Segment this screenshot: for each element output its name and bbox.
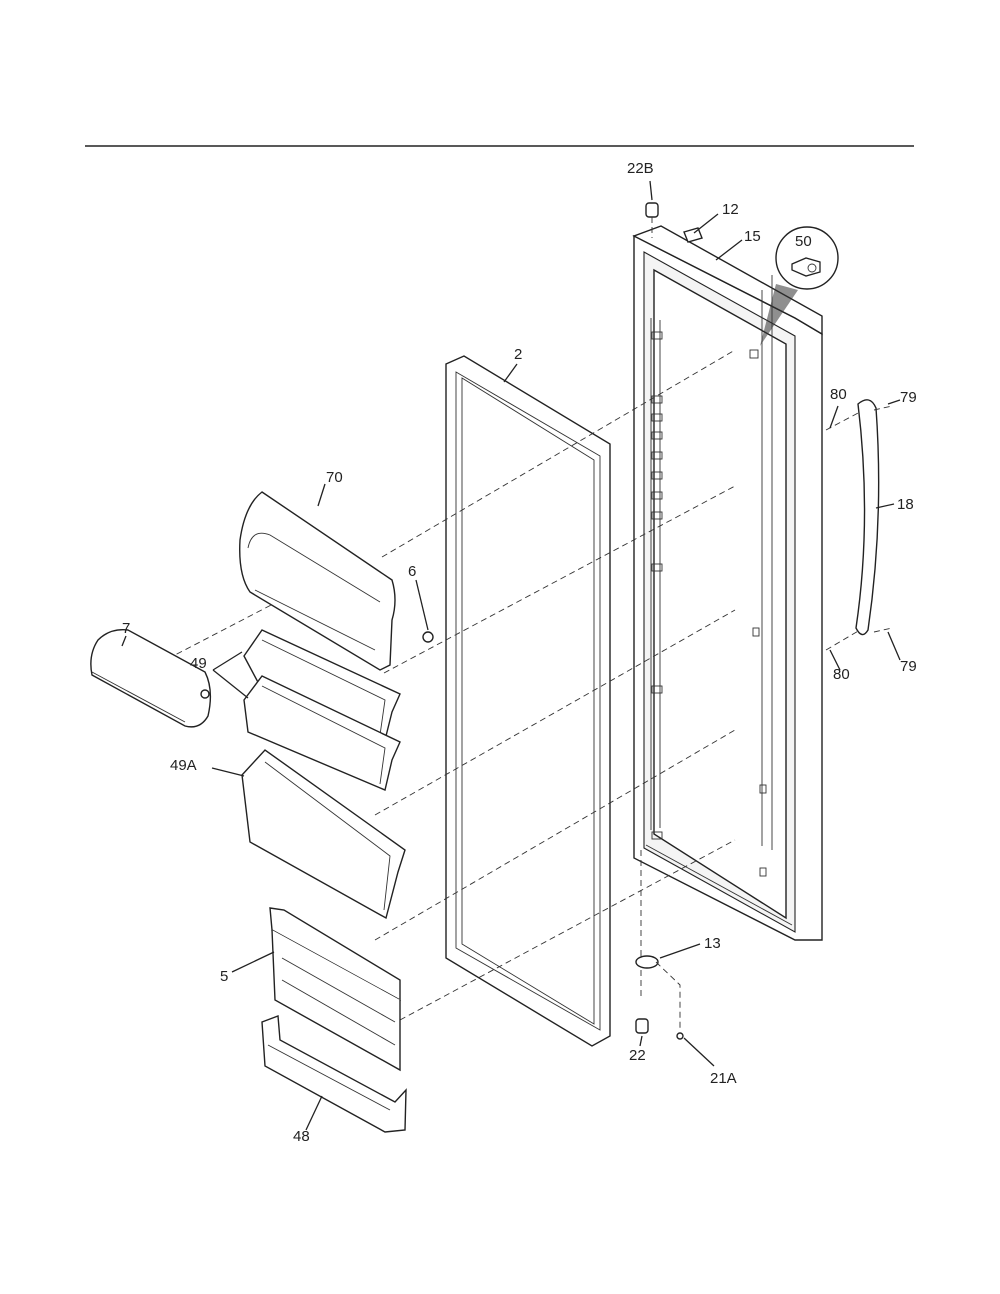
callout-48: 48 <box>293 1128 310 1145</box>
callout-80-lower: 80 <box>833 666 850 683</box>
leader-lines <box>121 180 901 1131</box>
callout-49a: 49A <box>170 757 197 774</box>
callout-15: 15 <box>744 228 761 245</box>
callout-labels: 22B 12 15 50 2 80 79 70 18 6 7 49 80 79 … <box>122 160 917 1145</box>
callout-49: 49 <box>190 655 207 672</box>
callout-80-upper: 80 <box>830 386 847 403</box>
callout-21a: 21A <box>710 1070 737 1087</box>
callout-6: 6 <box>408 563 416 580</box>
door-bin-middle <box>243 675 401 791</box>
bottom-hinge-parts <box>635 850 684 1040</box>
callout-2: 2 <box>514 346 522 363</box>
door-bin-large <box>241 749 406 920</box>
callout-79-lower: 79 <box>900 658 917 675</box>
dairy-bin-cover <box>239 491 434 671</box>
door-assembly <box>632 225 823 941</box>
magnifier-detail <box>760 226 839 346</box>
door-shelf-bottom <box>261 1015 407 1133</box>
callout-12: 12 <box>722 201 739 218</box>
hinge-pin-top <box>645 202 659 238</box>
callout-50: 50 <box>795 233 812 250</box>
callout-7: 7 <box>122 620 130 637</box>
callout-13: 13 <box>704 935 721 952</box>
callout-79-upper: 79 <box>900 389 917 406</box>
door-gasket <box>445 355 611 1047</box>
callout-22b: 22B <box>627 160 654 177</box>
callout-70: 70 <box>326 469 343 486</box>
shelf-bracket <box>269 907 401 1072</box>
dairy-door <box>90 629 212 728</box>
door-handle <box>825 399 893 651</box>
callout-18: 18 <box>897 496 914 513</box>
callout-22: 22 <box>629 1047 646 1064</box>
top-plate <box>683 227 703 243</box>
callout-5: 5 <box>220 968 228 985</box>
